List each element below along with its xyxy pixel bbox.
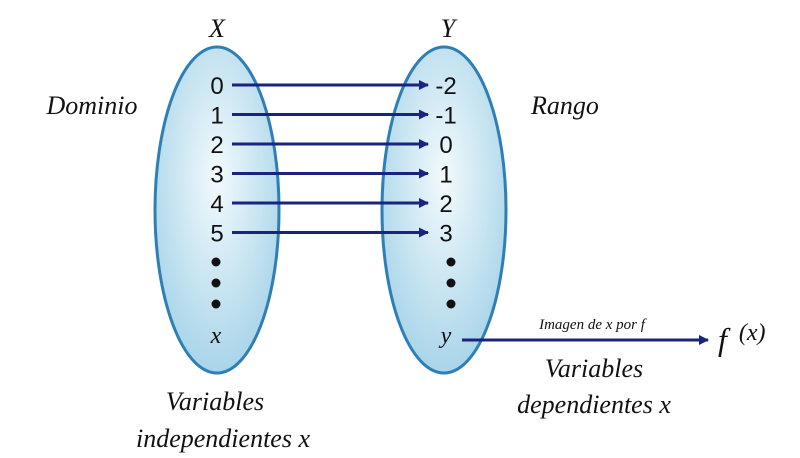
domain-caption-line1: Variables	[166, 387, 264, 416]
range-vertical-ellipsis-icon	[446, 257, 456, 309]
image-arrow-label: Imagen de x por f	[538, 317, 647, 333]
range-value-4: 2	[439, 191, 452, 218]
range-ellipse	[380, 45, 508, 375]
dot	[446, 257, 456, 267]
domain-ellipse	[153, 45, 281, 375]
domain-set-title: X	[208, 14, 226, 43]
function-argument: (x)	[739, 320, 766, 346]
range-value-2: 0	[439, 132, 452, 159]
dot	[446, 278, 456, 288]
range-value-5: 3	[439, 221, 452, 248]
domain-value-2: 2	[210, 132, 223, 159]
range-set-title: Y	[441, 14, 458, 43]
domain-value-3: 3	[210, 162, 223, 189]
domain-value-5: 5	[210, 221, 223, 248]
range-generic-y: y	[439, 323, 452, 349]
range-values: -2 -10 12 3	[435, 73, 456, 248]
domain-generic-x: x	[210, 323, 222, 349]
domain-side-label: Dominio	[46, 91, 138, 120]
domain-value-0: 0	[210, 73, 223, 100]
function-name: f	[718, 321, 731, 357]
dot	[211, 299, 221, 309]
dot	[211, 257, 221, 267]
range-caption-line1: Variables	[545, 354, 643, 383]
range-value-0: -2	[435, 73, 456, 100]
range-value-3: 1	[439, 162, 452, 189]
dot	[211, 278, 221, 288]
domain-value-1: 1	[210, 103, 223, 130]
range-value-1: -1	[435, 103, 456, 130]
domain-value-4: 4	[210, 191, 223, 218]
domain-values: 0 12 34 5	[210, 73, 223, 248]
dot	[446, 299, 456, 309]
range-caption-line2: dependientes x	[517, 390, 671, 419]
mapping-arrows	[232, 80, 429, 238]
range-side-label: Rango	[530, 91, 599, 120]
domain-caption-line2: independientes x	[136, 424, 310, 453]
domain-vertical-ellipsis-icon	[211, 257, 221, 309]
function-notation: f (x)	[718, 320, 766, 357]
